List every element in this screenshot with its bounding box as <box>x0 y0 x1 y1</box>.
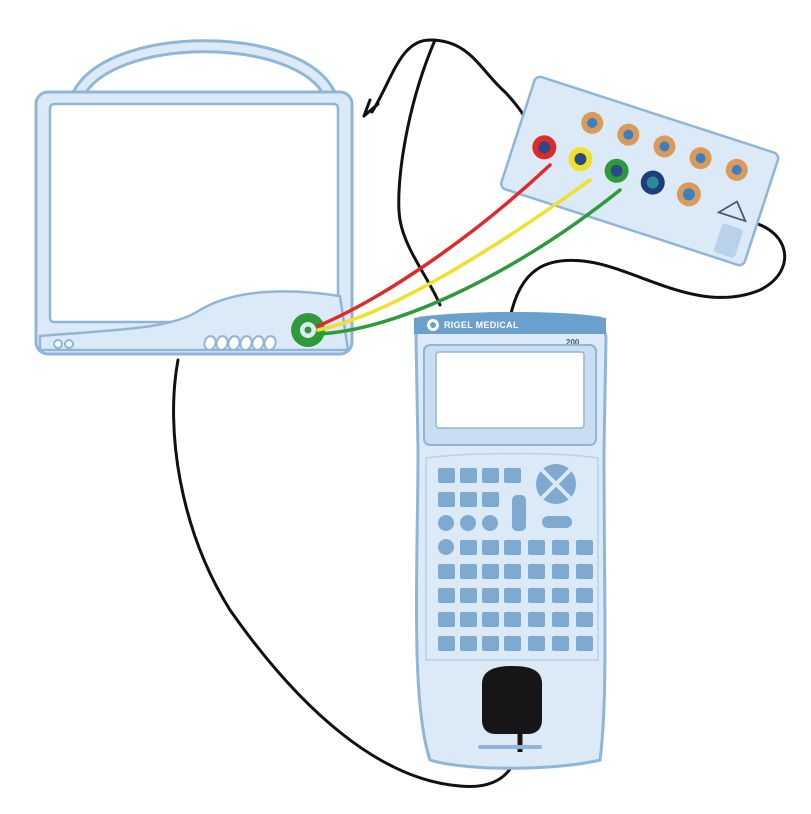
keypad-key <box>528 636 545 651</box>
monitor-to-plug-cable <box>172 358 522 788</box>
black-cables <box>172 38 787 788</box>
keypad-key <box>504 540 521 555</box>
cable-arrow-icon <box>362 98 380 118</box>
adapter-body <box>500 75 780 267</box>
monitor-button <box>203 335 217 351</box>
monitor-button-row <box>203 335 277 351</box>
keypad-key <box>528 540 545 555</box>
keypad-key <box>504 468 521 483</box>
keypad-key <box>482 515 498 531</box>
lead-green <box>316 188 622 336</box>
keypad <box>438 468 593 651</box>
keypad-key <box>552 612 569 627</box>
monitor-button <box>227 335 241 351</box>
keypad-key <box>438 564 455 579</box>
adapter-right-cable <box>508 218 787 320</box>
simulator-bottom-slot <box>478 745 542 749</box>
keypad-key <box>460 564 477 579</box>
keypad-key <box>576 564 593 579</box>
lead-red <box>316 163 552 328</box>
keypad-key <box>460 492 477 507</box>
handheld-simulator: RIGEL MEDICAL 200 <box>414 312 608 770</box>
keypad-key <box>504 564 521 579</box>
keypad-key <box>504 588 521 603</box>
keypad-key <box>460 468 477 483</box>
keypad-key <box>552 588 569 603</box>
keypad-key <box>504 636 521 651</box>
ecg-leads <box>316 163 622 336</box>
monitor-top-cable <box>370 38 532 132</box>
monitor-indicator-2 <box>64 339 74 349</box>
keypad-key <box>528 564 545 579</box>
keypad-key <box>528 588 545 603</box>
simulator-brand-label: RIGEL MEDICAL <box>444 320 519 330</box>
keypad-key <box>552 540 569 555</box>
keypad-key <box>438 468 455 483</box>
keypad-key <box>438 539 454 555</box>
simulator-screen <box>435 351 585 429</box>
keypad-key <box>438 515 454 531</box>
monitor-button <box>263 335 277 351</box>
keypad-key <box>482 468 499 483</box>
keypad-key <box>460 515 476 531</box>
keypad-key <box>576 588 593 603</box>
keypad-key <box>482 564 499 579</box>
keypad-key <box>438 636 455 651</box>
monitor-button <box>215 335 229 351</box>
keypad-key <box>482 540 499 555</box>
keypad-key <box>482 636 499 651</box>
simulator-tall-key <box>512 495 526 531</box>
simulator-top-band <box>414 312 606 334</box>
mains-plug-icon <box>482 666 542 734</box>
simulator-model-label: 200 <box>566 338 580 347</box>
keypad-key <box>504 612 521 627</box>
adapter-bottom-sockets <box>532 135 701 207</box>
keypad-key <box>482 588 499 603</box>
adapter-to-simulator-cable <box>397 38 442 307</box>
lead-yellow <box>316 178 592 332</box>
monitor-button <box>251 335 265 351</box>
monitor-handle <box>71 39 337 102</box>
warning-triangle-icon <box>716 200 747 223</box>
keypad-key <box>552 564 569 579</box>
keypad-key <box>528 612 545 627</box>
keypad-key <box>460 612 477 627</box>
keypad-key <box>460 636 477 651</box>
lead-adapter-box <box>500 75 780 267</box>
monitor-indicator-1 <box>53 339 63 349</box>
monitor-button <box>239 335 253 351</box>
adapter-top-sockets <box>581 111 748 181</box>
keypad-key <box>460 540 477 555</box>
keypad-key <box>576 612 593 627</box>
keypad-key <box>482 612 499 627</box>
keypad-key <box>438 492 455 507</box>
adapter-brand-strip <box>714 223 743 258</box>
keypad-key <box>460 588 477 603</box>
monitor-screen <box>48 102 340 324</box>
keypad-key <box>438 588 455 603</box>
simulator-long-key <box>542 516 572 528</box>
nav-cross-button <box>536 464 576 504</box>
keypad-key <box>552 636 569 651</box>
keypad-key <box>576 636 593 651</box>
keypad-key <box>438 612 455 627</box>
patient-monitor <box>34 39 354 356</box>
keypad-key <box>482 492 499 507</box>
keypad-key <box>576 540 593 555</box>
